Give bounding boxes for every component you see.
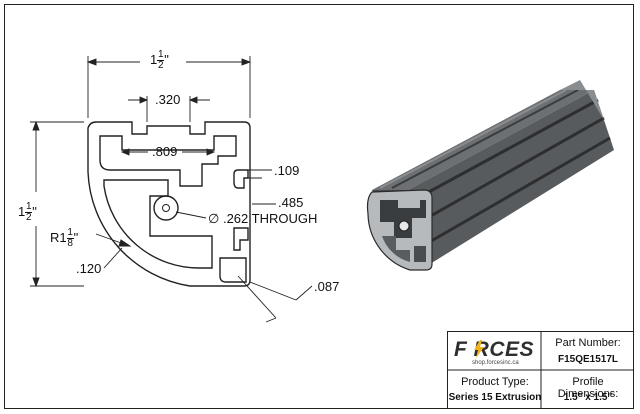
width-unit: " (164, 51, 169, 67)
profile-outline (87, 121, 251, 287)
wall-thickness-label: .120 (76, 261, 102, 276)
profile-dimensions-value: 1.5" x 1.5" (563, 392, 613, 403)
width-den: 2 (157, 60, 164, 71)
profile-dimensions-label: Profile Dimensions: (557, 376, 619, 400)
extrusion-side-face (408, 90, 614, 264)
slot-opening-label: .320 (155, 92, 181, 107)
side-slot-offset-label: .485 (278, 195, 304, 210)
logo-cell: F RCES shop.forcesinc.ca (448, 332, 542, 371)
height-num: 1 (25, 201, 32, 212)
dimension-lines (30, 56, 313, 323)
title-block-lines (447, 331, 634, 409)
product-type-label: Product Type: (461, 376, 529, 388)
width-num: 1 (157, 49, 164, 60)
brand-word: F RCES (454, 338, 535, 361)
radius-num: 1 (67, 227, 73, 238)
brand-url: shop.forcesinc.ca (472, 360, 519, 366)
web-thickness-label: .087 (314, 279, 340, 294)
radius-bar (66, 238, 74, 239)
product-type-value: Series 15 Extrusion (448, 392, 542, 403)
height-bar (25, 212, 33, 213)
extrusion-3d-view (366, 80, 614, 271)
diameter-symbol: ∅ (208, 211, 220, 226)
height-den: 2 (25, 212, 32, 223)
width-whole: 1 (150, 51, 158, 67)
title-block: F RCES shop.forcesinc.ca Part Number: F1… (447, 331, 633, 408)
center-hole-label: ∅ .262 THROUGH (208, 212, 317, 225)
drawing-sheet (4, 4, 634, 409)
part-number-label: Part Number: (555, 337, 621, 349)
radius-unit: " (73, 229, 79, 245)
part-number-value: F15QE1517L (557, 354, 619, 365)
height-whole: 1 (18, 203, 26, 219)
radius-whole: 1 (59, 229, 67, 245)
width-bar (157, 60, 165, 61)
height-unit: " (32, 203, 37, 219)
bolt-icon (474, 340, 484, 358)
slot-inner-width-label: .809 (152, 144, 178, 159)
side-slot-depth-label: .109 (274, 163, 300, 178)
radius-den: 8 (67, 238, 73, 249)
center-hole-value: .262 THROUGH (222, 211, 318, 226)
forces-logo: F RCES shop.forcesinc.ca (454, 338, 540, 366)
radius-prefix: R (50, 229, 60, 245)
